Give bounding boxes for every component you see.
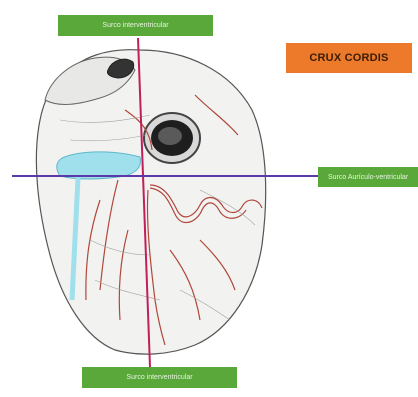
crux-cordis-label: CRUX CORDIS: [286, 43, 412, 73]
top-sulcus-label: Surco interventricular: [58, 15, 213, 36]
bottom-sulcus-label: Surco interventricular: [82, 367, 237, 388]
coronary-sinus: [57, 152, 141, 179]
heart-illustration: [36, 50, 265, 354]
right-sulcus-label: Surco Aurículo-ventricular: [318, 167, 418, 187]
